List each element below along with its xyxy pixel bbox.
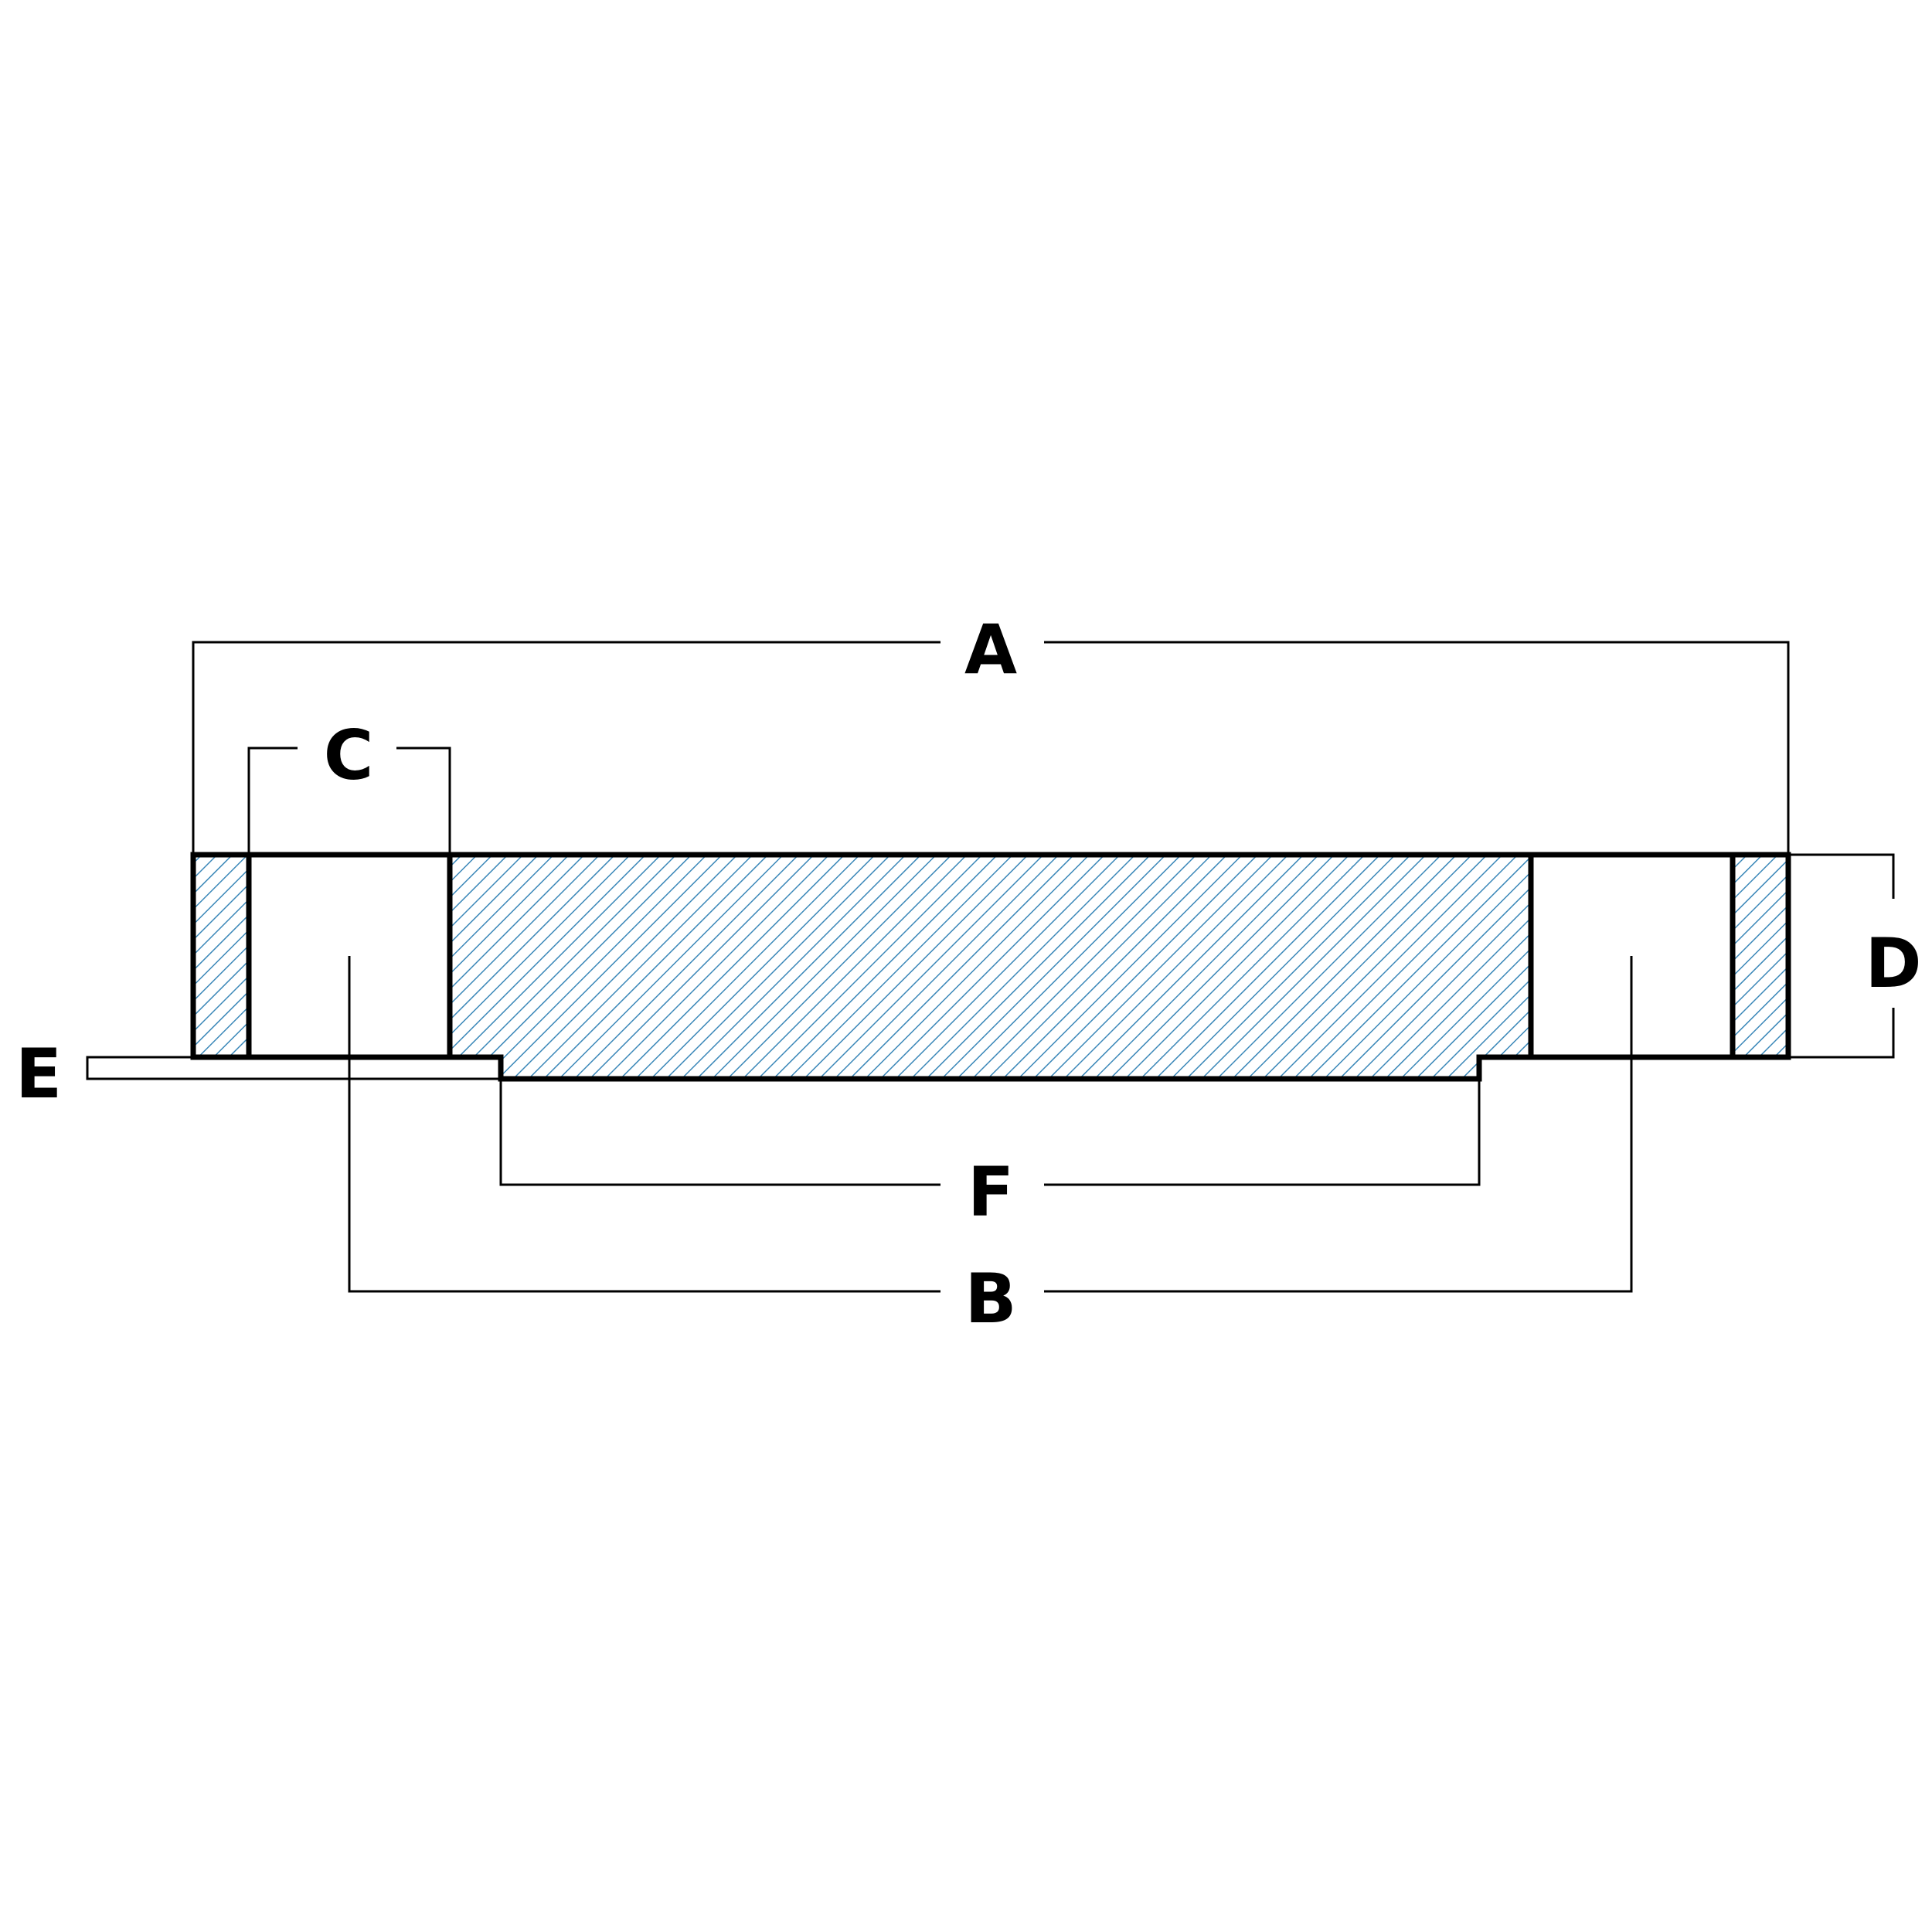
hatch-right-section xyxy=(1733,855,1788,1057)
label-b: B xyxy=(964,1259,1016,1338)
dimension-f-line-right xyxy=(1044,1079,1481,1186)
label-f: F xyxy=(968,1152,1014,1232)
dimension-d-line-bottom xyxy=(1788,1008,1895,1059)
dimension-e-line xyxy=(86,1056,501,1080)
dimension-b-line xyxy=(348,956,940,1293)
hatch-left-section xyxy=(193,855,249,1057)
dimension-f-line xyxy=(499,1079,940,1186)
dimension-a-line-right xyxy=(1044,641,1790,855)
label-a: A xyxy=(964,610,1017,689)
hatch-center-section xyxy=(450,855,1531,1079)
label-e: E xyxy=(15,1034,62,1114)
dimension-lines xyxy=(86,641,1895,1293)
label-c: C xyxy=(324,716,374,795)
label-d: D xyxy=(1865,923,1921,1003)
dimension-b-line-right xyxy=(1044,956,1633,1293)
dimension-c-line xyxy=(247,747,298,855)
dimension-d-line-top xyxy=(1788,853,1895,899)
dimension-c-line-right xyxy=(396,747,451,855)
dimension-a-line xyxy=(192,641,940,855)
